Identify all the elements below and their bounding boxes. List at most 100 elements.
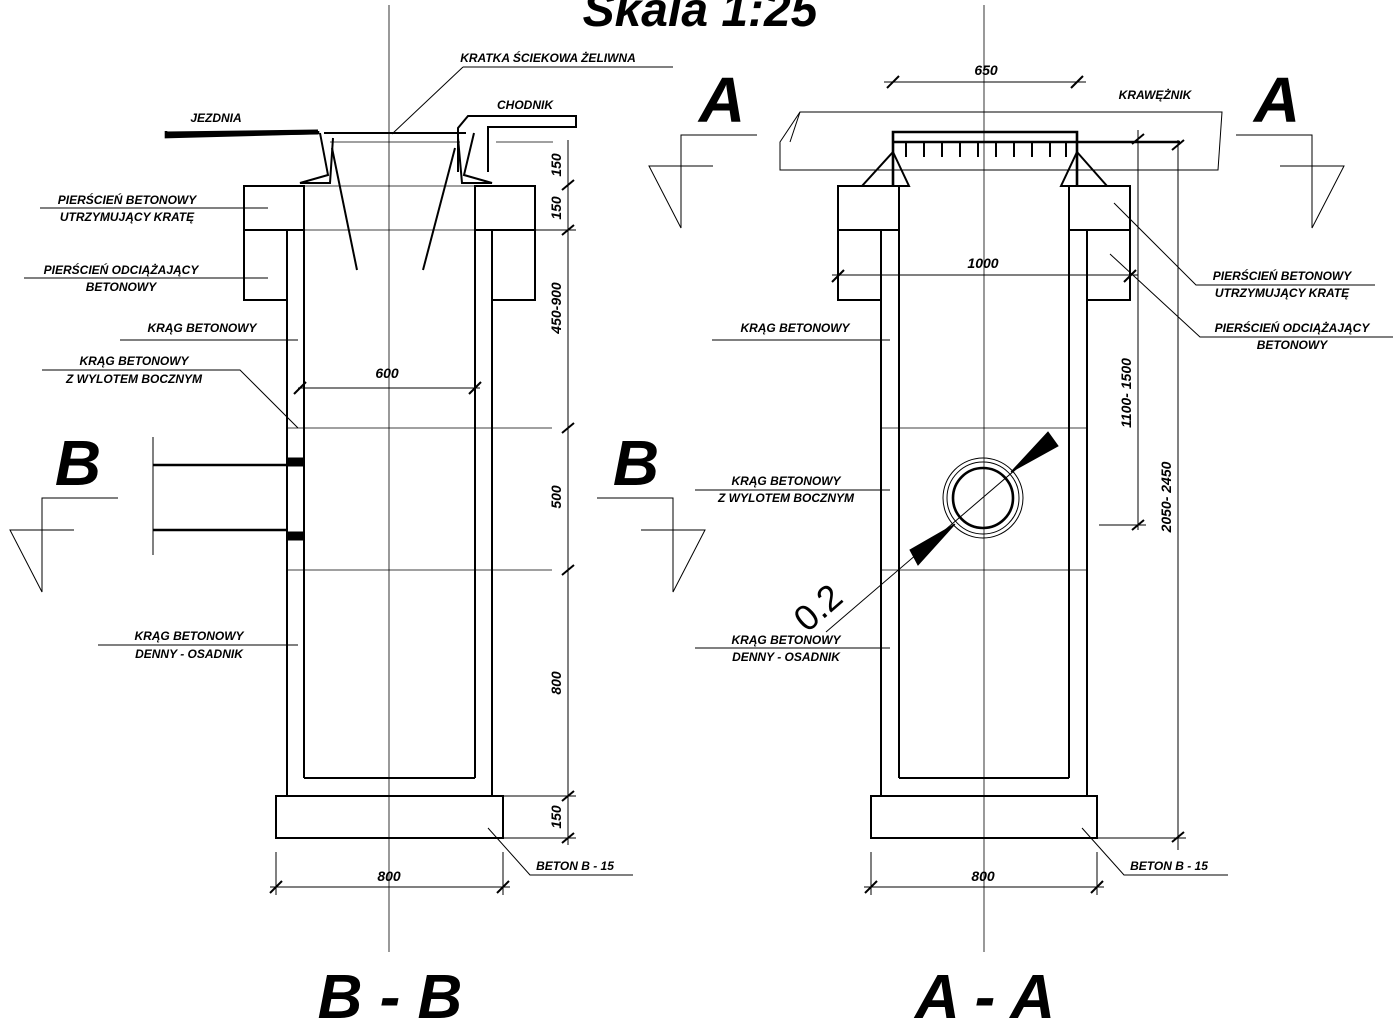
aa-label-relief-1: PIERŚCIEŃ ODCIĄŻAJĄCY [1215, 320, 1371, 335]
aa-grate-frame [891, 130, 1079, 186]
aa-ring-grate-right [1068, 185, 1131, 231]
bb-relief-right [491, 229, 536, 301]
aa-curb-edge [789, 111, 801, 143]
bb-cut-marker-left [9, 497, 118, 593]
bb-section-caption: B - B [318, 963, 463, 1027]
bb-label-ring: KRĄG BETONOWY [147, 321, 257, 335]
aa-base [870, 795, 1098, 839]
bb-dim-600: 600 [375, 365, 399, 381]
aa-cut-letter-right: A [1252, 64, 1300, 136]
aa-dim1000-tick-r [1123, 269, 1137, 283]
bb-funnel-left [331, 147, 358, 271]
aa-label-ring-grate-2: UTRZYMUJĄCY KRATĘ [1215, 286, 1350, 300]
bb-pipe-seal-bottom [286, 531, 305, 541]
aa-curb [779, 111, 1223, 171]
bb-label-concrete: BETON B - 15 [536, 859, 614, 873]
bb-leader-outlet [42, 369, 299, 429]
bb-base [275, 795, 504, 839]
aa-leader-relief [1109, 253, 1393, 338]
bb-grate-left-flange [299, 132, 334, 184]
aa-pipe-diameter: 0.2 [785, 576, 850, 640]
aa-pipe-outer [942, 457, 1024, 539]
bb-ring-grate-right [474, 185, 536, 231]
bb-grate-right-flange [457, 132, 493, 184]
aa-section-caption: A - A [913, 963, 1055, 1027]
aa-diameter-arrow-bottom [909, 523, 956, 566]
bb-dim-150-ring: 150 [548, 196, 564, 220]
bb-road-slab [165, 129, 319, 137]
bb-label-ring-grate-1: PIERŚCIEŃ BETONOWY [58, 192, 197, 207]
aa-label-bottom-1: KRĄG BETONOWY [731, 633, 841, 647]
aa-dim-650: 650 [974, 62, 998, 78]
aa-dim-2050-2450: 2050- 2450 [1158, 461, 1174, 533]
aa-pipe-inner [951, 466, 1015, 530]
bb-vtick-186 [561, 179, 575, 191]
bb-dim-500: 500 [548, 485, 564, 509]
aa-label-bottom-2: DENNY - OSADNIK [732, 650, 841, 664]
bb-label-bottom-2: DENNY - OSADNIK [135, 647, 244, 661]
bb-dim-150-base: 150 [548, 805, 564, 829]
bb-label-grate: KRATKA ŚCIEKOWA ŻELIWNA [460, 50, 636, 65]
aa-dim800-tick-l [864, 880, 878, 894]
aa-grate-foot-right [1059, 151, 1110, 187]
aa-label-ring: KRĄG BETONOWY [740, 321, 850, 335]
bb-leader-concrete [487, 827, 633, 876]
bb-relief-left [243, 229, 288, 301]
aa-relief-right [1086, 229, 1131, 301]
aa-leader-ring-grate [1113, 202, 1375, 286]
bb-dim-450-900: 450-900 [548, 282, 564, 335]
aa-label-relief-2: BETONOWY [1257, 338, 1328, 352]
aa-relief-left [837, 229, 882, 301]
bb-vtick-570 [561, 564, 575, 576]
bb-label-outlet-2: Z WYLOTEM BOCZNYM [65, 372, 203, 386]
aa-vdim-2050-tick-top [1171, 139, 1185, 151]
bb-dim800-tick-l [269, 880, 283, 894]
aa-pipe-mid [946, 461, 1020, 535]
bb-label-road: JEZDNIA [190, 111, 241, 125]
aa-cut-letter-left: A [697, 64, 745, 136]
aa-dim1000-tick-l [831, 269, 845, 283]
bb-dim800-tick-r [496, 880, 510, 894]
bb-curb [457, 115, 577, 172]
bb-dim-800-v: 800 [548, 671, 564, 695]
bb-dim-150-top: 150 [548, 153, 564, 177]
aa-cut-marker-right [1236, 134, 1345, 229]
aa-diameter-arrow-top [1010, 431, 1059, 473]
aa-dim800-tick-r [1090, 880, 1104, 894]
aa-label-curb: KRAWĘŻNIK [1119, 87, 1193, 102]
bb-cut-letter-left: B [55, 427, 101, 499]
bb-label-relief-2: BETONOWY [86, 280, 157, 294]
aa-dim-1100-1500: 1100- 1500 [1118, 358, 1134, 428]
aa-label-concrete: BETON B - 15 [1130, 859, 1208, 873]
aa-leader-concrete [1081, 827, 1228, 876]
aa-dim-1000: 1000 [967, 255, 998, 271]
aa-grate-foot-left [859, 151, 911, 187]
bb-funnel-right [422, 147, 456, 271]
drawing-title: Skala 1:25 [583, 0, 819, 37]
section-aa: 650 1000 0.2 1100- 15 [648, 5, 1393, 1027]
aa-cut-marker-left [648, 134, 757, 229]
bb-label-ring-grate-2: UTRZYMUJĄCY KRATĘ [60, 210, 195, 224]
bb-dim-800: 800 [377, 868, 401, 884]
bb-dim600-tick-r [468, 381, 482, 395]
aa-dim-800: 800 [971, 868, 995, 884]
aa-ring-grate-left [837, 185, 900, 231]
aa-dim650-tick-l [886, 75, 900, 89]
bb-cut-marker-right [597, 497, 706, 593]
bb-label-relief-1: PIERŚCIEŃ ODCIĄŻAJĄCY [44, 262, 200, 277]
bb-label-sidewalk: CHODNIK [497, 98, 554, 112]
aa-dim650-tick-r [1070, 75, 1084, 89]
bb-label-bottom-1: KRĄG BETONOWY [134, 629, 244, 643]
aa-label-outlet-1: KRĄG BETONOWY [731, 474, 841, 488]
bb-dim600-tick-l [293, 381, 307, 395]
bb-vtick-428 [561, 422, 575, 434]
aa-vdim-1100-tick-top [1131, 133, 1145, 145]
aa-label-outlet-2: Z WYLOTEM BOCZNYM [717, 491, 855, 505]
aa-grate-teeth [905, 142, 1067, 157]
bb-label-outlet-1: KRĄG BETONOWY [79, 354, 189, 368]
bb-pipe-seal-top [286, 457, 305, 467]
aa-label-ring-grate-1: PIERŚCIEŃ BETONOWY [1213, 268, 1352, 283]
aa-vdim-2050-tick-bottom [1171, 831, 1185, 843]
bb-leader-grate [391, 66, 464, 135]
